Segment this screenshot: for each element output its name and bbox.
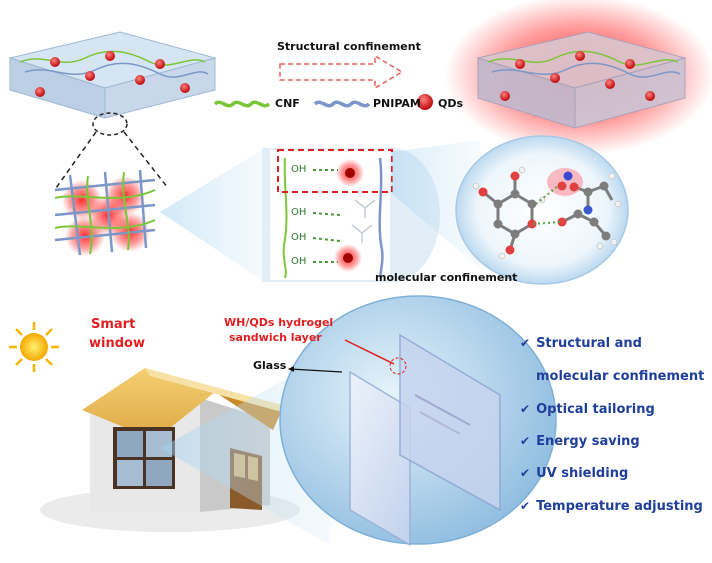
bond-label-4: OH xyxy=(291,256,307,267)
zoom-circle xyxy=(92,112,128,136)
bond-label-2: OH xyxy=(291,207,307,218)
glass-pane-icon xyxy=(349,333,501,547)
feature-item-4: ✔UV shielding xyxy=(520,466,629,481)
layer-label-line-2: sandwich layer xyxy=(229,331,322,344)
glass-label: Glass xyxy=(253,359,287,372)
qd-dot-icon xyxy=(417,94,433,110)
feature-item-1-continued: molecular confinement xyxy=(536,369,705,384)
legend-cnf-label: CNF xyxy=(275,97,300,110)
smart-window-line-1: Smart xyxy=(91,317,136,332)
layer-marker xyxy=(389,357,407,375)
cnf-swatch xyxy=(213,100,271,108)
sun-icon xyxy=(9,322,59,372)
zoom-line-right xyxy=(123,131,169,189)
lattice-cube xyxy=(54,169,156,256)
smart-window-line-2: window xyxy=(89,336,145,351)
confinement-arrow xyxy=(279,54,404,90)
feature-item-2: ✔Optical tailoring xyxy=(520,402,655,417)
feature-item-3: ✔Energy saving xyxy=(520,434,640,449)
molecule-bubble xyxy=(455,135,629,285)
check-icon: ✔ xyxy=(520,499,531,513)
check-icon: ✔ xyxy=(520,336,531,350)
legend xyxy=(213,94,433,110)
layer-label-line-1: WH/QDs hydrogel xyxy=(224,316,334,329)
feature-item-5: ✔Temperature adjusting xyxy=(520,499,703,514)
hydrogel-block-left xyxy=(8,31,217,119)
feature-item-1: ✔Structural and xyxy=(520,336,642,351)
zoom-line-left xyxy=(55,131,97,189)
structural-confinement-label: Structural confinement xyxy=(277,40,421,53)
check-icon: ✔ xyxy=(520,402,531,416)
legend-pnipam-label: PNIPAM xyxy=(373,97,421,110)
check-icon: ✔ xyxy=(520,466,531,480)
molecular-confinement-label: molecular confinement xyxy=(375,271,518,284)
bond-label-3: OH xyxy=(291,232,307,243)
hydrogel-block-right xyxy=(476,31,687,129)
pnipam-swatch xyxy=(313,100,371,108)
glass-pointer xyxy=(289,368,343,373)
legend-qds-label: QDs xyxy=(438,97,464,110)
check-icon: ✔ xyxy=(520,434,531,448)
zoom-cone-2 xyxy=(392,140,480,268)
layer-pointer xyxy=(344,339,395,365)
bond-label-1: OH xyxy=(291,164,307,175)
zoom-cone-1 xyxy=(160,150,262,280)
